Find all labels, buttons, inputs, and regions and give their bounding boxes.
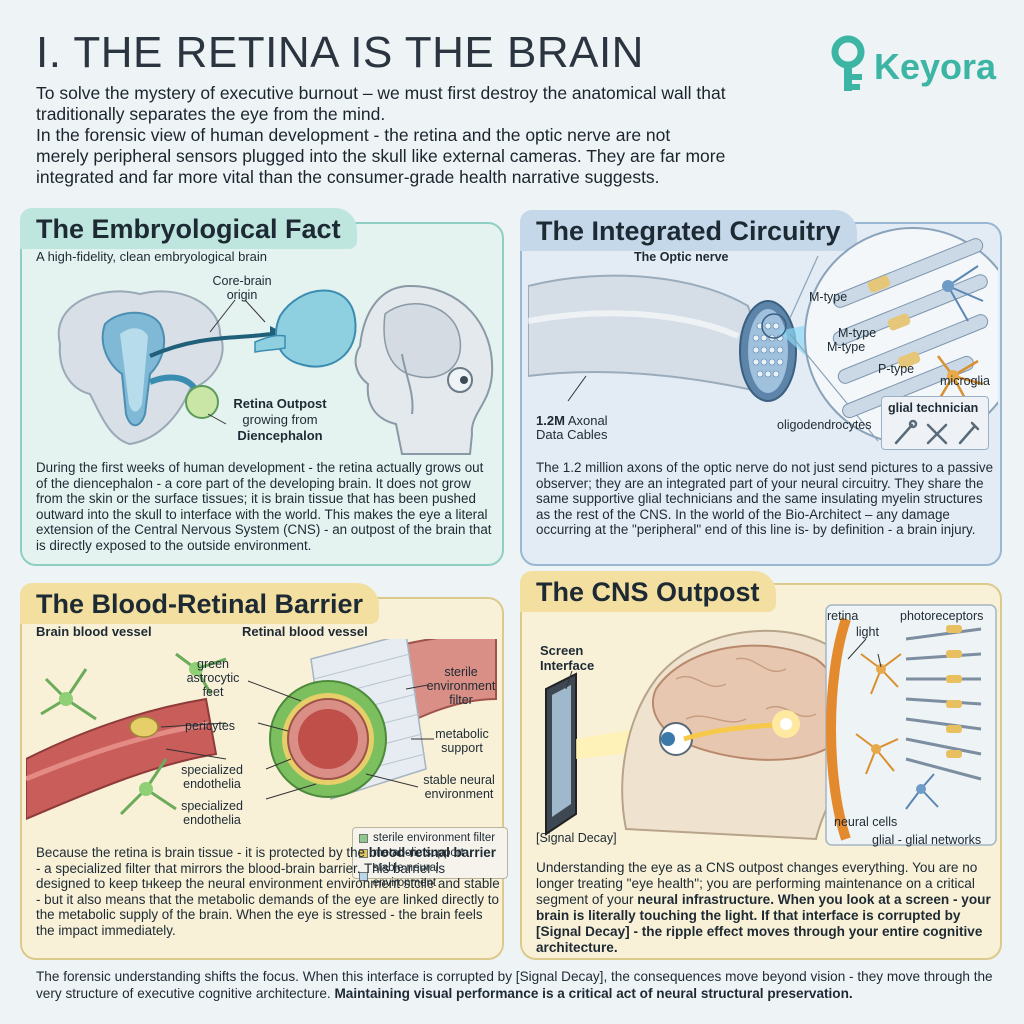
keyora-logo: Keyora [826, 32, 996, 96]
panel-cns-outpost: The CNS Outpost [520, 571, 1002, 960]
key-logo-icon [831, 35, 865, 91]
panel-title-barrier: The Blood-Retinal Barrier [20, 583, 380, 624]
barrier-diagram [26, 639, 497, 821]
embryo-body: During the first weeks of human developm… [36, 460, 492, 553]
label-screen-interface: Screen Interface [540, 643, 595, 673]
label-light: light [856, 625, 879, 639]
label-endothelia-2: specialized endothelia [181, 799, 243, 827]
cns-outpost-diagram [545, 604, 997, 846]
legend-item: stable neural environment [359, 861, 501, 891]
intro-line-2: In the forensic view of human developmen… [36, 125, 726, 187]
panel-title-embryo: The Embryological Fact [20, 208, 357, 249]
panel-title-circuit: The Integrated Circuitry [520, 210, 857, 251]
legend-item: sterile environment filter [359, 831, 501, 846]
cns-body: Understanding the eye as a CNS outpost c… [536, 860, 991, 955]
label-metabolic-support: metabolic support [435, 727, 489, 755]
label-sterile-filter: sterile environment filter [426, 665, 496, 707]
intro-line-1: To solve the mystery of executive burnou… [36, 83, 726, 124]
legend-swatch-blue [359, 871, 368, 881]
panel-blood-retinal-barrier: The Blood-Retinal Barrier Brain blood ve… [20, 583, 508, 960]
label-oligodendrocytes: oligodendrocytes [777, 418, 872, 432]
label-mtype-2: M-type [838, 326, 877, 340]
label-optic-nerve: The Optic nerve [634, 250, 729, 264]
logo-text: Keyora [874, 46, 997, 87]
optic-nerve-diagram [528, 227, 998, 445]
intro-text: To solve the mystery of executive burnou… [36, 83, 726, 188]
tools-icon [894, 419, 980, 445]
label-microglia: microglia [940, 374, 991, 388]
glial-technician-box: glial technician [881, 396, 989, 450]
label-stable-environment: stable neural environment [423, 773, 495, 801]
panel-title-cns: The CNS Outpost [520, 571, 776, 612]
label-core-brain: Core-brain origin [212, 274, 272, 302]
label-glial-networks: glial - glial networks [872, 833, 982, 847]
label-brain-vessel: Brain blood vessel [36, 624, 152, 639]
legend-swatch-green [359, 834, 368, 843]
label-signal-decay: [Signal Decay] [536, 831, 617, 845]
footer-text: The forensic understanding shifts the fo… [36, 969, 993, 1001]
page-title: I. THE RETINA IS THE BRAIN [36, 28, 644, 77]
label-pericytes: pericytes [185, 719, 236, 733]
embryo-caption: A high-fidelity, clean embryological bra… [36, 249, 267, 264]
circuit-body: The 1.2 million axons of the optic nerve… [536, 460, 994, 538]
label-astrocytic-feet: green astrocytic feet [186, 657, 240, 699]
label-retina-outpost: Retina Outpost growing from Diencephalon [233, 396, 327, 443]
label-mtype-3: M-type [827, 340, 866, 354]
label-glial-technician: glial technician [888, 401, 979, 415]
label-retinal-vessel: Retinal blood vessel [242, 624, 368, 639]
legend-swatch-yellow [359, 849, 368, 858]
label-retina: retina [827, 609, 859, 623]
panel-integrated-circuitry: The Integrated Circuitry The Optic nerve [520, 210, 1002, 566]
embryo-brain-diagram [57, 284, 494, 455]
label-ptype: P-type [878, 362, 915, 376]
label-endothelia-1: specialized endothelia [181, 763, 243, 791]
barrier-legend: sterile environment filter metabolic sup… [352, 827, 508, 889]
label-neural-cells: neural cells [834, 815, 898, 829]
panel-embryological-fact: The Embryological Fact A high-fidelity, … [20, 208, 504, 566]
barrier-body: Because the retina is brain tissue - it … [36, 845, 500, 938]
label-mtype-1: M-type [809, 290, 848, 304]
label-axonal-cables: 1.2M Axonal Data Cables [536, 413, 608, 442]
label-photoreceptors: photoreceptors [900, 609, 984, 623]
legend-item: metabolic support [359, 846, 501, 861]
